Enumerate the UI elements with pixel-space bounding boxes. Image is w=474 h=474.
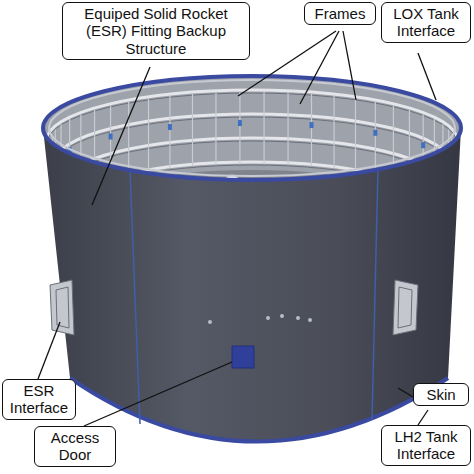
leader-line <box>418 410 428 425</box>
leader-line <box>300 31 339 104</box>
esr-interface-left <box>50 280 74 335</box>
skin-hole <box>308 318 312 322</box>
stiffener <box>311 94 312 166</box>
fitting-mark <box>373 130 377 136</box>
callout-label: Access Door <box>40 429 110 464</box>
stiffener <box>355 99 356 171</box>
callout-box: Access Door <box>34 426 116 467</box>
stiffener <box>148 99 149 171</box>
leader-line <box>398 388 413 397</box>
skin-hole <box>296 316 300 320</box>
bracket-rib <box>398 287 412 328</box>
stiffener <box>192 94 193 166</box>
leader-line <box>92 67 150 205</box>
stiffener <box>333 96 334 168</box>
bracket <box>393 280 418 335</box>
stiffener <box>239 92 240 164</box>
callout-label: Frames <box>310 5 370 22</box>
callout-box: LOX Tank Interface <box>381 2 471 43</box>
leader-line <box>84 362 232 426</box>
fitting-mark <box>50 163 54 169</box>
fitting-mark <box>238 120 242 126</box>
skin-hole <box>266 316 270 320</box>
fitting-mark <box>310 122 314 128</box>
access-door <box>232 346 254 368</box>
frame-shadow <box>47 93 457 143</box>
skin-holes <box>208 314 312 324</box>
stiffener <box>128 102 129 174</box>
stiffener <box>60 124 61 196</box>
stiffener <box>263 92 264 164</box>
stiffener <box>169 96 170 168</box>
stiffener <box>94 110 95 182</box>
lox-interface-rim <box>43 76 461 180</box>
callout-label: ESR Interface <box>8 382 70 417</box>
skin-hole <box>280 314 284 318</box>
stiffener <box>442 124 443 196</box>
interior-hole <box>225 175 239 189</box>
callout-label: LOX Tank Interface <box>387 5 465 40</box>
interior-floor <box>72 170 432 260</box>
callout-label: LH2 Tank Interface <box>387 428 465 463</box>
callout-box: Equiped Solid Rocket (ESR) Fitting Backu… <box>62 2 250 60</box>
stiffener <box>287 93 288 165</box>
stiffener <box>409 110 410 182</box>
leader-line <box>343 31 356 100</box>
bracket-rib <box>56 287 69 328</box>
skin-seam <box>372 168 378 420</box>
frame-shadow <box>71 165 433 209</box>
callout-label: Equiped Solid Rocket (ESR) Fitting Backu… <box>68 5 244 57</box>
skin-hole <box>208 320 212 324</box>
callout-label: Skin <box>419 386 463 403</box>
bracket <box>50 280 74 335</box>
fitting-mark <box>447 158 451 164</box>
skin-seam <box>130 170 140 424</box>
leader-lines <box>38 31 436 426</box>
fitting-mark <box>109 133 113 139</box>
interior <box>40 70 470 260</box>
callout-box: ESR Interface <box>2 379 76 420</box>
stiffener <box>215 93 216 165</box>
callout-box: Frames <box>304 2 376 25</box>
esr-interface-right <box>393 280 418 335</box>
fitting-mark <box>421 142 425 148</box>
fitting-mark <box>168 124 172 130</box>
stiffener <box>375 102 376 174</box>
stiffener <box>423 114 424 186</box>
callout-box: Skin <box>413 383 469 406</box>
leader-line <box>38 322 60 379</box>
leader-line <box>418 53 436 100</box>
stiffener <box>80 114 81 186</box>
callout-box: LH2 Tank Interface <box>381 425 471 466</box>
